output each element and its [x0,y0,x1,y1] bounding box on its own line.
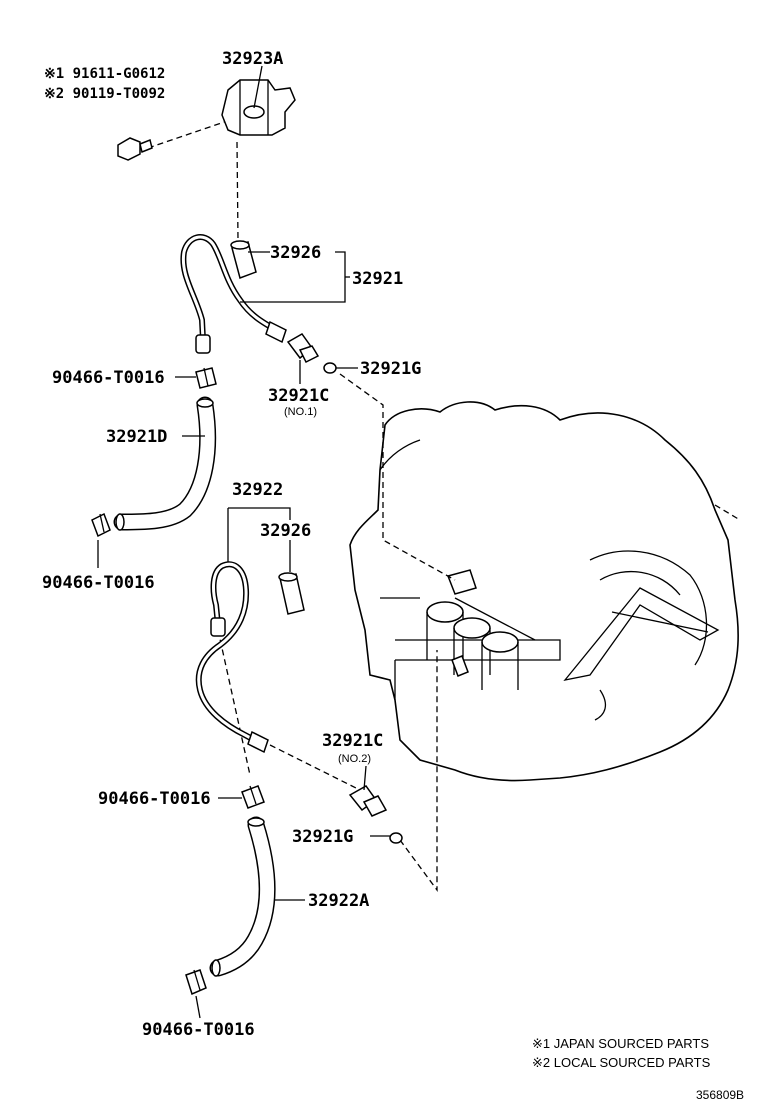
label-clamp-3: 90466-T0016 [98,789,211,809]
sleeve-32926-lower [278,572,305,615]
label-tube-set-upper: 32921 [352,269,403,289]
sleeve-32926-top [230,240,257,279]
label-bracket: 32923A [222,49,283,69]
clamp-2 [91,512,111,538]
tube-32921 [180,234,287,354]
legend-line-2: ※2 LOCAL SOURCED PARTS [532,1055,711,1070]
label-clamp-1: 90466-T0016 [52,368,165,388]
clamp-1 [195,367,217,389]
label-sleeve-top: 32926 [270,243,321,263]
label-leaders [97,65,390,1019]
label-hose-lower: 32922A [308,891,369,911]
label-gasket-lower: 32921G [292,827,353,847]
label-hose-upper: 32921D [106,427,167,447]
union-32921c-no1 [286,333,320,364]
clamp-3 [241,785,265,809]
hose-32921d [113,396,217,531]
legend-line-1: ※1 JAPAN SOURCED PARTS [532,1036,709,1051]
label-union-lower-sub: (NO.2) [338,753,371,765]
label-clamp-2: 90466-T0016 [42,573,155,593]
label-bolt-note2: ※2 90119-T0092 [44,86,165,102]
tube-32922 [195,561,269,754]
clamp-4 [185,969,207,996]
label-clamp-4: 90466-T0016 [142,1020,255,1040]
label-bolt-note1: ※1 91611-G0612 [44,66,165,82]
union-32921c-no2 [348,785,388,817]
bracket-32923a [221,79,296,136]
bolt-icon [117,137,153,161]
figure-code: 356809B [696,1088,744,1102]
label-tube-set-lower: 32922 [232,480,283,500]
transmission-housing [349,401,741,782]
label-sleeve-lower: 32926 [260,521,311,541]
label-union-top: 32921C [268,386,329,406]
assembly-leaders [147,117,456,892]
label-gasket-top: 32921G [360,359,421,379]
gasket-32921g-lower [389,832,403,844]
gasket-32921g-top [323,362,337,374]
label-union-top-sub: (NO.1) [284,406,317,418]
label-union-lower: 32921C [322,731,383,751]
hose-32922a [209,816,276,977]
